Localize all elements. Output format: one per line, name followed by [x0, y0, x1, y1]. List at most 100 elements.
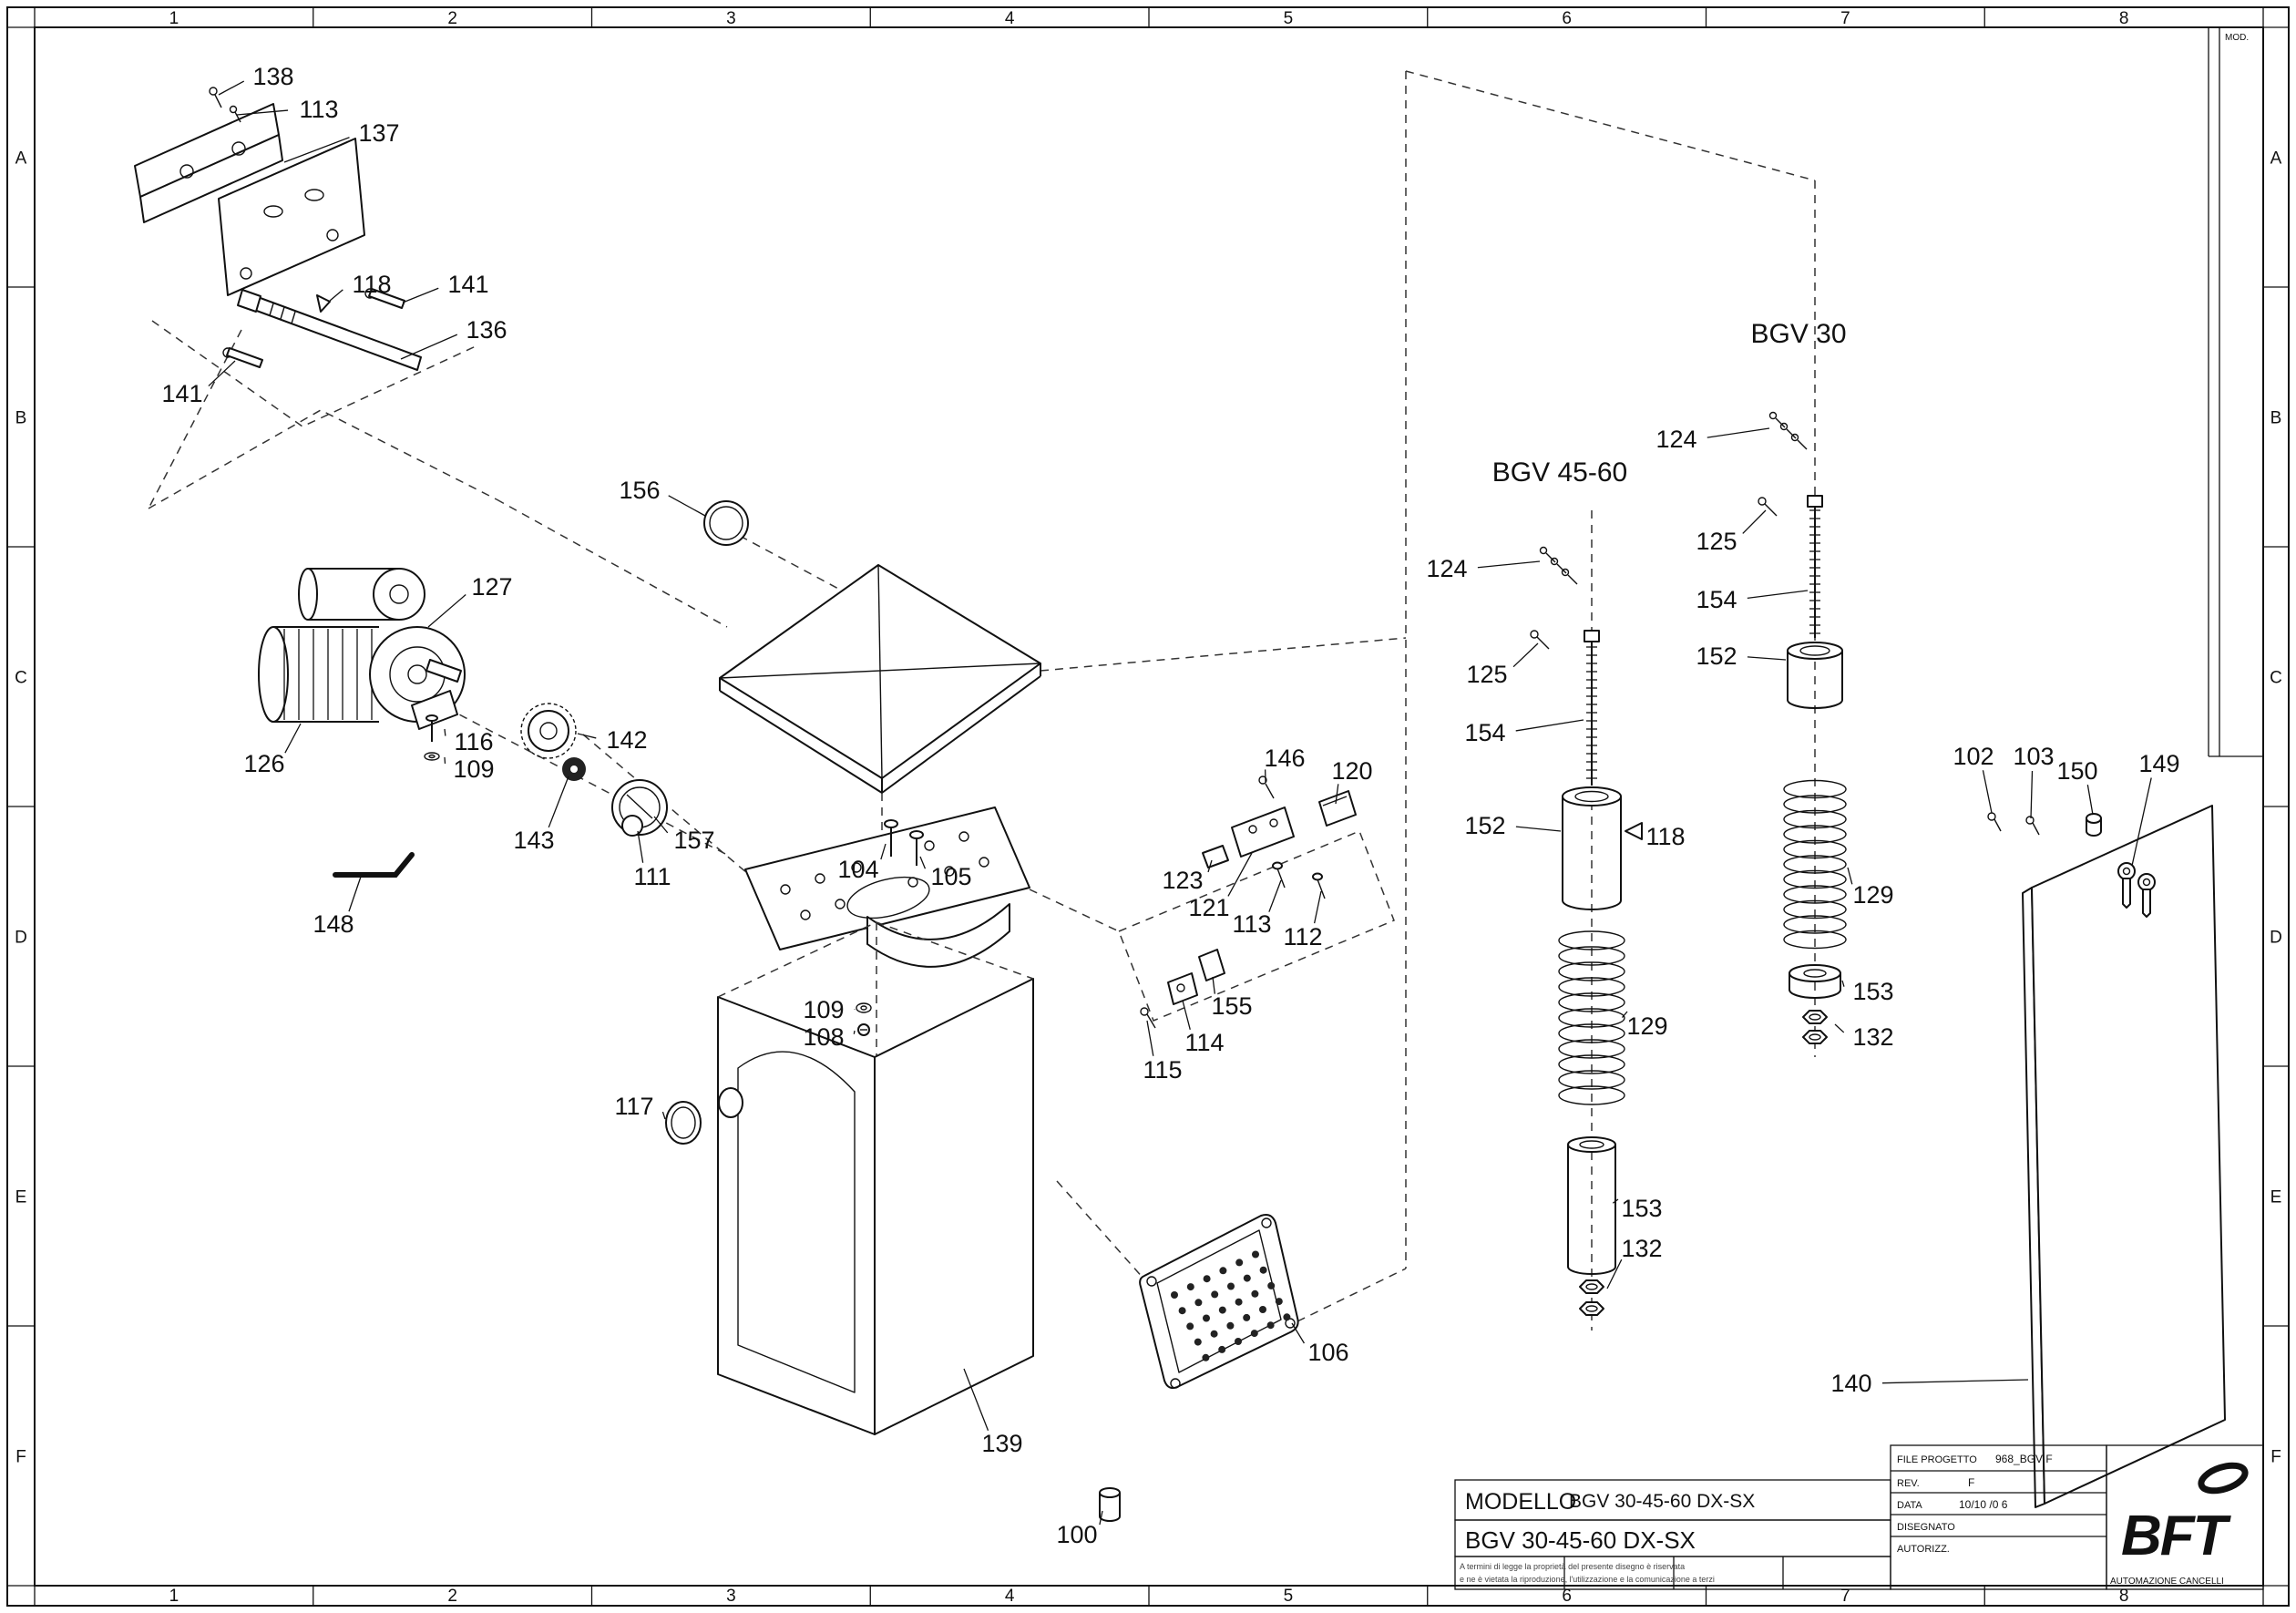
- grid-col-label: 2: [447, 9, 457, 28]
- bft-logo: BFT: [2121, 1462, 2249, 1567]
- callout-109-motor: 109: [453, 755, 494, 783]
- grid-row-label: B: [2270, 409, 2282, 428]
- leader-line-139: [963, 1368, 989, 1431]
- grid-col-label: 4: [1005, 9, 1015, 28]
- lamp-hole: [1194, 1299, 1203, 1307]
- spring-coil: [1558, 946, 1625, 966]
- callout-104: 104: [837, 856, 878, 883]
- modello-value: BGV 30-45-60 DX-SX: [1569, 1491, 1755, 1512]
- modello-label: MODELLO: [1465, 1489, 1576, 1515]
- leader-line-106: [1291, 1322, 1306, 1344]
- callout-108: 108: [803, 1023, 844, 1051]
- spring-coil: [1783, 779, 1847, 799]
- grid-row-label: C: [15, 669, 27, 688]
- callout-102: 102: [1953, 743, 1994, 770]
- grid-row-label: B: [15, 409, 27, 428]
- callout-155: 155: [1211, 992, 1252, 1020]
- fine-print-2: e ne è vietata la riproduzione, l'utiliz…: [1460, 1575, 1715, 1584]
- grid-row-label: F: [2270, 1448, 2281, 1467]
- callout-132-30: 132: [1852, 1023, 1893, 1051]
- leader-line-129-4560: [1622, 1011, 1628, 1019]
- leader-line-132-4560: [1606, 1259, 1623, 1289]
- lamp-hole: [1211, 1290, 1219, 1299]
- leader-line-138: [218, 80, 245, 96]
- lamp-hole: [1226, 1321, 1235, 1330]
- grid-row-label: D: [2270, 929, 2282, 948]
- callout-123: 123: [1162, 867, 1203, 894]
- mounting-plate: [744, 806, 1030, 950]
- callout-153-30: 153: [1852, 978, 1893, 1005]
- gear-142: [520, 703, 577, 759]
- callout-141-right: 141: [447, 271, 488, 298]
- release-rod-136: [237, 289, 422, 371]
- leader-line-132-30: [1834, 1023, 1845, 1033]
- callout-125-30: 125: [1696, 528, 1737, 555]
- leader-line-113-top: [236, 109, 289, 116]
- leader-line-124-30: [1707, 427, 1770, 438]
- lamp-hole: [1186, 1283, 1194, 1291]
- leader-line-118-top: [329, 289, 343, 302]
- grid-row-label: F: [15, 1448, 26, 1467]
- lamp-hole: [1243, 1274, 1251, 1282]
- lamp-hole: [1283, 1313, 1291, 1321]
- leader-line-148: [348, 876, 362, 912]
- grid-col-label: 5: [1284, 1587, 1294, 1606]
- grid-col-label: 1: [169, 1587, 179, 1606]
- leader-line-137: [283, 137, 350, 163]
- release-key-148: [333, 852, 415, 878]
- callout-129-30: 129: [1852, 881, 1893, 909]
- grid-row-label: C: [2270, 669, 2282, 688]
- callout-136: 136: [466, 316, 507, 344]
- pinion-143: [562, 757, 586, 781]
- spring-coil: [1783, 899, 1847, 920]
- grid-row-label: A: [2270, 149, 2282, 169]
- leader-arrow-118-arrow: [1625, 822, 1643, 840]
- autorizz-label: AUTORIZZ.: [1897, 1544, 1950, 1555]
- callout-140: 140: [1830, 1370, 1871, 1397]
- callout-129-4560: 129: [1626, 1012, 1667, 1040]
- leader-line-141-left: [208, 360, 236, 387]
- callout-157: 157: [673, 827, 714, 854]
- spring-coil: [1558, 977, 1625, 997]
- grid-col-label: 6: [1562, 1587, 1572, 1606]
- spring-coil: [1558, 1085, 1625, 1105]
- callout-152-4560: 152: [1464, 812, 1505, 839]
- pin-118-top: [316, 294, 331, 313]
- callout-142: 142: [606, 726, 647, 754]
- callout-138: 138: [252, 63, 293, 90]
- leader-line-150: [2086, 784, 2094, 816]
- lamp-hole: [1243, 1313, 1251, 1321]
- title-block: MODELLO BGV 30-45-60 DX-SX BGV 30-45-60 …: [1454, 1444, 2264, 1590]
- leader-line-109-motor: [444, 756, 446, 765]
- spring-coil: [1783, 809, 1847, 829]
- file-progetto-label: FILE PROGETTO: [1897, 1454, 1977, 1465]
- mod-revision-column: MOD.: [2208, 27, 2263, 757]
- door-lens-117: [665, 1101, 702, 1145]
- bushing-100: [1099, 1487, 1121, 1522]
- lamp-hole: [1266, 1321, 1275, 1330]
- grid-row-label: E: [2270, 1188, 2282, 1207]
- leader-line-125-30: [1742, 509, 1767, 534]
- sheet-border: [6, 6, 2290, 1607]
- data-value: 10/10 /0 6: [1959, 1498, 2008, 1511]
- leader-line-115: [1146, 1020, 1154, 1056]
- callout-132-4560: 132: [1621, 1235, 1662, 1262]
- callout-109-cab: 109: [803, 996, 844, 1023]
- leader-line-121: [1227, 852, 1253, 897]
- lamp-hole: [1178, 1307, 1186, 1315]
- spring-coil: [1558, 930, 1625, 950]
- spring-column-bgv-30: [1758, 411, 1843, 1044]
- leader-line-117: [661, 1111, 666, 1120]
- leader-line-108: [853, 1030, 856, 1034]
- callout-137: 137: [358, 119, 399, 147]
- grid-col-label: 8: [2119, 9, 2129, 28]
- leader-line-111: [637, 830, 644, 863]
- leader-line-127: [427, 594, 466, 628]
- leader-line-102: [1982, 770, 1993, 814]
- lamp-hole: [1235, 1338, 1242, 1345]
- callout-103: 103: [2013, 743, 2054, 770]
- callout-124-30: 124: [1655, 426, 1696, 453]
- spring-coil: [1558, 1039, 1625, 1059]
- spring-coil: [1783, 855, 1847, 874]
